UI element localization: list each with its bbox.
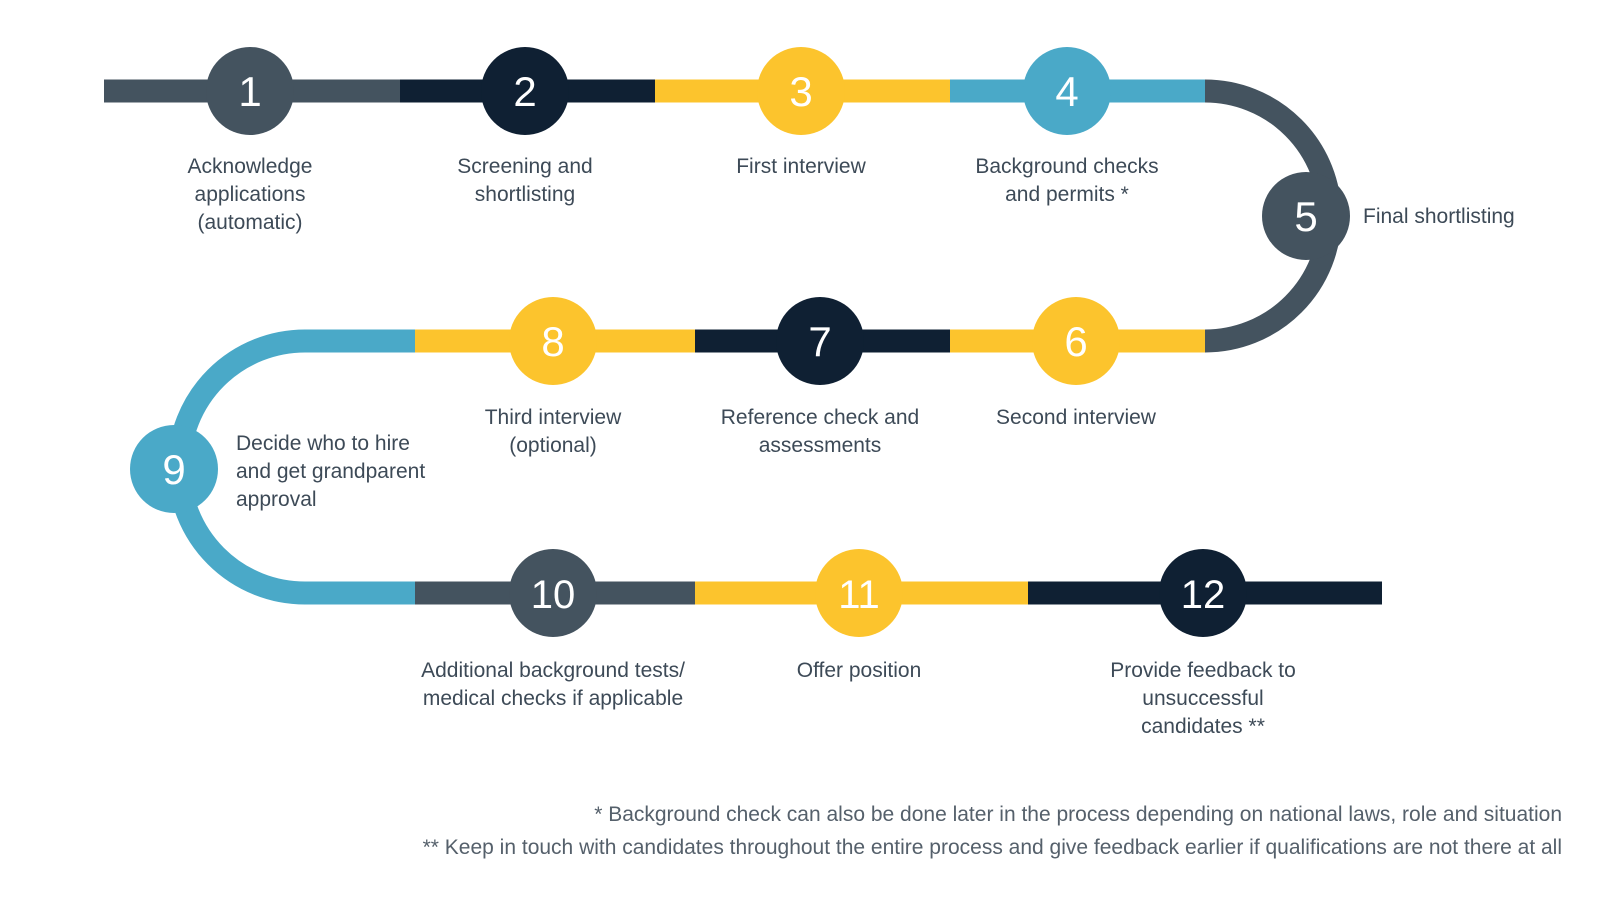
step-12-label-line: candidates ** (1141, 715, 1265, 738)
step-8-circle (509, 297, 597, 385)
step-1-marker: 1 (206, 47, 294, 135)
step-1-label: Acknowledge applications (automatic) (100, 153, 400, 237)
step-3-label: First interview (651, 153, 951, 181)
step-5-label: Final shortlisting (1363, 203, 1600, 231)
step-12-label-line: unsuccessful (1142, 687, 1264, 710)
step-2-number: 2 (513, 68, 536, 115)
step-11-marker: 11 (815, 549, 903, 637)
step-7-circle (776, 297, 864, 385)
step-12-number: 12 (1181, 573, 1226, 617)
step-7-label-line: assessments (758, 434, 882, 457)
step-10-number: 10 (531, 573, 576, 617)
footnotes: * Background check can also be done late… (262, 798, 1562, 864)
step-4-marker: 4 (1023, 47, 1111, 135)
step-3-number: 3 (789, 68, 812, 115)
step-1-circle (206, 47, 294, 135)
step-7-label-line: Reference check and (720, 406, 920, 429)
step-12-marker: 12 (1159, 549, 1247, 637)
step-9-label: Decide who to hire and get grandparent app… (236, 430, 536, 514)
step-9-number: 9 (162, 446, 185, 493)
step-6-label: Second interview (926, 404, 1226, 432)
step-4-circle (1023, 47, 1111, 135)
step-12-circle (1159, 549, 1247, 637)
footnote-1: * Background check can also be done late… (594, 803, 1562, 826)
step-3-circle (757, 47, 845, 135)
step-7-label: Reference check and assessments (670, 404, 970, 460)
step-8-label-line: Third interview (484, 406, 622, 429)
step-11-circle (815, 549, 903, 637)
step-2-marker: 2 (481, 47, 569, 135)
step-4-label: Background checks and permits * (917, 153, 1217, 209)
step-11-label: Offer position (709, 657, 1009, 685)
step-10-label-line: Additional background tests/ (421, 659, 685, 682)
step-6-number: 6 (1064, 318, 1087, 365)
step-9-marker: 9 (130, 425, 218, 513)
step-10-label-line: medical checks if applicable (422, 687, 684, 710)
step-9-label-line: and get grandparent (236, 460, 426, 483)
step-10-label: Additional background tests/medical chec… (378, 657, 728, 713)
step-1-label-line: applications (194, 183, 306, 206)
step-2-label-line: shortlisting (474, 183, 576, 206)
step-1-label-line: Acknowledge (187, 155, 313, 178)
step-10-marker: 10 (509, 549, 597, 637)
step-1-label-line: (automatic) (197, 211, 303, 234)
step-4-number: 4 (1055, 68, 1078, 115)
step-8-number: 8 (541, 318, 564, 365)
step-8-label-line: (optional) (509, 434, 597, 457)
footnote-2: ** Keep in touch with candidates through… (422, 836, 1562, 859)
step-8-label: Third interview (optional) (403, 404, 703, 460)
step-4-label-line: Background checks (975, 155, 1159, 178)
step-7-number: 7 (808, 318, 831, 365)
step-2-label: Screening and shortlisting (375, 153, 675, 209)
step-9-label-line: Decide who to hire (236, 432, 410, 455)
step-11-label-line: Offer position (796, 659, 922, 682)
step-7-marker: 7 (776, 297, 864, 385)
step-3-label-line: First interview (736, 155, 866, 178)
step-6-marker: 6 (1032, 297, 1120, 385)
step-6-circle (1032, 297, 1120, 385)
step-10-circle (509, 549, 597, 637)
step-5-marker: 5 (1262, 172, 1350, 260)
step-1-number: 1 (238, 68, 261, 115)
step-3-marker: 3 (757, 47, 845, 135)
step-8-marker: 8 (509, 297, 597, 385)
step-5-number: 5 (1294, 193, 1317, 240)
step-5-label-line: Final shortlisting (1363, 205, 1515, 228)
step-9-circle (130, 425, 218, 513)
step-2-label-line: Screening and (457, 155, 593, 178)
step-11-number: 11 (838, 573, 880, 617)
step-12-label: Provide feedback to unsuccessful candidate… (1053, 657, 1353, 741)
step-9-label-line: approval (236, 488, 317, 511)
step-6-label-line: Second interview (996, 406, 1156, 429)
step-4-label-line: and permits * (1005, 183, 1129, 206)
step-5-circle (1262, 172, 1350, 260)
step-12-label-line: Provide feedback to (1110, 659, 1296, 682)
step-2-circle (481, 47, 569, 135)
